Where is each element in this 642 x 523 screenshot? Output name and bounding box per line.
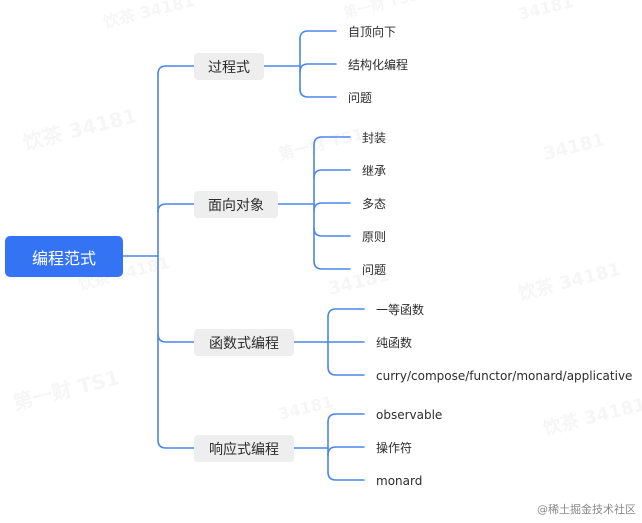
connector-group-4-leaf-3 [327, 471, 365, 481]
leaf-observable[interactable]: observable [376, 408, 443, 422]
connector-group-1-leaf-1 [299, 30, 337, 40]
leaf-inheritance[interactable]: 继承 [362, 164, 387, 178]
leaf-encapsulation[interactable]: 封装 [362, 131, 387, 145]
connector-branch-1 [157, 65, 195, 75]
branch-node-reactive[interactable]: 响应式编程 [194, 435, 294, 462]
connector-branch-4 [157, 439, 195, 449]
connector-group-2-leaf-4 [313, 227, 351, 237]
leaf-oop-problems[interactable]: 问题 [362, 263, 387, 277]
branch-node-functional[interactable]: 函数式编程 [194, 329, 294, 356]
connector-group-2-leaf-5 [313, 260, 351, 270]
root-node[interactable]: 编程范式 [5, 236, 123, 277]
watermark: 第一财 TS1 [276, 124, 365, 164]
site-credit: @稀土掘金技术社区 [537, 503, 636, 516]
leaf-principles[interactable]: 原则 [362, 230, 387, 244]
connector-group-4-leaf-1 [327, 413, 365, 423]
connector-group-1-leaf-3 [299, 88, 337, 98]
watermark: 第一财 TS1 [10, 365, 122, 415]
watermark: 饮茶 34181 [100, 0, 196, 32]
connector-group-2-leaf-3 [313, 202, 351, 212]
connector-group-3-leaf-3 [327, 366, 365, 376]
connector-branch-2 [157, 203, 195, 213]
watermark: 饮茶 34181 [540, 393, 642, 440]
watermark: 34181 [276, 392, 335, 424]
leaf-pure-functions[interactable]: 纯函数 [376, 336, 413, 350]
leaf-operators[interactable]: 操作符 [376, 441, 413, 455]
watermark: 34181 [541, 129, 607, 165]
connector-group-2-leaf-2 [313, 169, 351, 179]
watermark: 34181 [516, 0, 575, 24]
watermark: 饮茶 34181 [515, 258, 623, 305]
connector-branch-3 [157, 333, 195, 343]
leaf-monard[interactable]: monard [376, 474, 423, 488]
leaf-procedural-problems[interactable]: 问题 [348, 91, 373, 105]
connector-lines [122, 30, 365, 481]
connector-group-4-leaf-2 [327, 446, 365, 456]
leaf-top-down[interactable]: 自顶向下 [348, 25, 397, 39]
connector-group-1-leaf-2 [299, 63, 337, 73]
leaf-structured-programming[interactable]: 结构化编程 [348, 58, 409, 72]
branch-node-procedural[interactable]: 过程式 [194, 53, 264, 80]
watermark: 第一财 TS1 [342, 0, 420, 22]
leaf-functional-concepts[interactable]: curry/compose/functor/monard/applicative [376, 369, 633, 383]
connector-group-2-leaf-1 [313, 136, 351, 146]
leaf-first-class-functions[interactable]: 一等函数 [376, 303, 425, 317]
leaf-polymorphism[interactable]: 多态 [362, 197, 387, 211]
branch-node-oop[interactable]: 面向对象 [194, 191, 278, 218]
watermark: 饮茶 34181 [19, 103, 139, 155]
connector-group-3-leaf-1 [327, 308, 365, 318]
